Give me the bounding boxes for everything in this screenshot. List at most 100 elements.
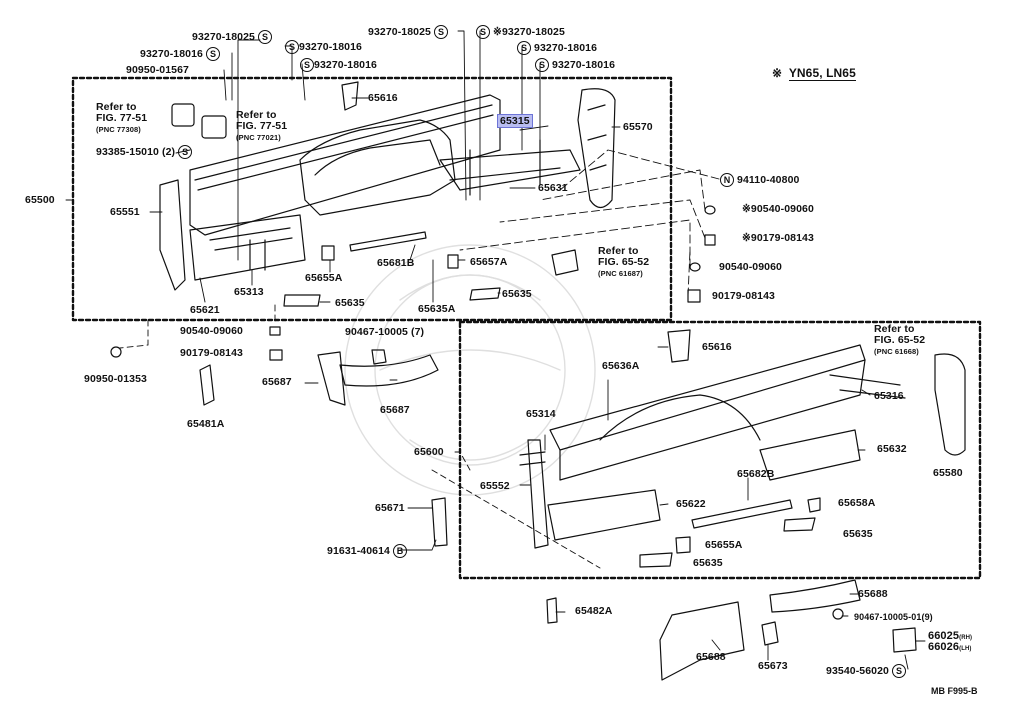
bracket-65616-b <box>667 329 691 363</box>
part-label-90950-01353[interactable]: 90950-01353 <box>84 373 147 385</box>
part-label-65622[interactable]: 65622 <box>676 498 706 510</box>
bracket-65658a <box>807 497 821 513</box>
screw-icon: S <box>178 145 193 159</box>
part-label-94110-40800[interactable]: N 94110-40800 <box>720 173 799 187</box>
screw-icon: S <box>258 30 273 44</box>
part-label-65600[interactable]: 65600 <box>414 446 444 458</box>
ref-pnc: (PNC 61668) <box>874 347 919 356</box>
part-label-66026[interactable]: 66026(LH) <box>928 641 972 653</box>
part-label-65635[interactable]: 65635 <box>693 557 723 569</box>
part-label-65655a[interactable]: 65655A <box>305 272 343 284</box>
part-label-65632[interactable]: 65632 <box>877 443 907 455</box>
reference-fig-65-52-b[interactable]: Refer to FIG. 65-52 (PNC 61668) <box>874 324 925 357</box>
part-label-90467-10005-01[interactable]: 90467-10005-01(9) <box>854 612 933 622</box>
legend: ※ YN65, LN65 <box>772 66 856 81</box>
part-label-65658a[interactable]: 65658A <box>838 497 876 509</box>
part-label-91631-40614[interactable]: 91631-40614 B <box>327 544 408 558</box>
reference-fig-77-51-a[interactable]: Refer to FIG. 77-51 (PNC 77308) <box>96 102 147 135</box>
part-label-65580[interactable]: 65580 <box>933 467 963 479</box>
part-label-93385-15010[interactable]: 93385-15010 (2) S <box>96 145 193 159</box>
part-label-90950-01567[interactable]: 90950-01567 <box>126 64 189 76</box>
part-label-93270-18016[interactable]: S 93270-18016 <box>517 41 597 55</box>
part-label-65315-highlighted[interactable]: 65315 <box>497 114 533 128</box>
part-label-90540-09060-star[interactable]: ※90540-09060 <box>742 203 814 215</box>
part-label-65570[interactable]: 65570 <box>623 121 653 133</box>
screw-icon: S <box>476 25 490 39</box>
screw-icon: S <box>300 58 314 72</box>
bracket-65657a <box>447 254 459 269</box>
part-label-65673[interactable]: 65673 <box>758 660 788 672</box>
plate-65635-a <box>283 294 321 307</box>
part-label-65655a[interactable]: 65655A <box>705 539 743 551</box>
ref-line1: Refer to <box>236 109 277 121</box>
front-panel-drawing <box>189 94 581 281</box>
part-label-65313[interactable]: 65313 <box>234 286 264 298</box>
part-label-65482a[interactable]: 65482A <box>575 605 613 617</box>
part-label-65621[interactable]: 65621 <box>190 304 220 316</box>
part-label-65688[interactable]: 65688 <box>858 588 888 600</box>
part-label-65616[interactable]: 65616 <box>368 92 398 104</box>
part-label-93270-18025-star[interactable]: S ※93270-18025 <box>476 25 565 39</box>
part-label-65551[interactable]: 65551 <box>110 206 140 218</box>
part-label-90540-09060[interactable]: 90540-09060 <box>719 261 782 273</box>
bracket-65671 <box>431 497 448 547</box>
part-label-65500[interactable]: 65500 <box>25 194 55 206</box>
part-label-65671[interactable]: 65671 <box>375 502 405 514</box>
ref-pnc: (PNC 77308) <box>96 125 141 134</box>
bracket-65655a-a <box>321 245 335 261</box>
part-label-90179-08143[interactable]: 90179-08143 <box>712 290 775 302</box>
screw-icon: S <box>434 25 449 39</box>
reference-fig-65-52-a[interactable]: Refer to FIG. 65-52 (PNC 61687) <box>598 246 649 279</box>
reference-fig-77-51-b[interactable]: Refer to FIG. 77-51 (PNC 77021) <box>236 110 287 143</box>
bolt-65482a <box>546 597 558 624</box>
part-label-90179-08143-star[interactable]: ※90179-08143 <box>742 232 814 244</box>
ref-line2: FIG. 65-52 <box>598 256 650 268</box>
plate-65635-b <box>469 287 501 301</box>
ref-line2: FIG. 77-51 <box>96 112 148 124</box>
part-label-90179-08143[interactable]: 90179-08143 <box>180 347 243 359</box>
lamp-box-b <box>201 115 227 139</box>
bolt-icon: B <box>393 544 408 558</box>
hinge-ref <box>551 249 579 276</box>
part-label-93270-18016[interactable]: S 93270-18016 <box>535 58 615 72</box>
part-label-65481a[interactable]: 65481A <box>187 418 225 430</box>
screw-icon: S <box>517 41 531 55</box>
part-label-65316[interactable]: 65316 <box>874 390 904 402</box>
part-label-65635[interactable]: 65635 <box>843 528 873 540</box>
part-label-65635[interactable]: 65635 <box>502 288 532 300</box>
part-label-65657a[interactable]: 65657A <box>470 256 508 268</box>
clip-90467 <box>832 608 844 620</box>
plate-65635-c <box>783 517 816 532</box>
part-label-90540-09060[interactable]: 90540-09060 <box>180 325 243 337</box>
bracket-65616-a <box>341 81 359 111</box>
part-label-65687[interactable]: 65687 <box>262 376 292 388</box>
part-label-93540-56020[interactable]: 93540-56020 S <box>826 664 907 678</box>
part-label-65635[interactable]: 65635 <box>335 297 365 309</box>
plate-65635-d <box>639 552 673 568</box>
part-label-93270-18016[interactable]: 93270-18016 S <box>140 47 221 61</box>
part-label-65635a[interactable]: 65635A <box>418 303 456 315</box>
part-label-65631[interactable]: 65631 <box>538 182 568 194</box>
part-label-65682b[interactable]: 65682B <box>737 468 775 480</box>
screw-icon: S <box>285 40 299 54</box>
part-label-65616[interactable]: 65616 <box>702 341 732 353</box>
trim-65681b <box>349 231 427 252</box>
ref-pnc: (PNC 77021) <box>236 133 281 142</box>
part-label-93270-18025[interactable]: 93270-18025 S <box>368 25 449 39</box>
part-label-65681b[interactable]: 65681B <box>377 257 415 269</box>
screw-icon: S <box>535 58 549 72</box>
watermark-seal <box>344 244 596 496</box>
mudguard-65688-a <box>659 601 745 681</box>
ref-line1: Refer to <box>96 101 137 113</box>
part-label-65687[interactable]: 65687 <box>380 404 410 416</box>
part-label-66025[interactable]: 66025(RH) <box>928 630 973 642</box>
part-label-65636a[interactable]: 65636A <box>602 360 640 372</box>
part-label-65552[interactable]: 65552 <box>480 480 510 492</box>
part-label-90467-10005[interactable]: 90467-10005 (7) <box>345 326 425 338</box>
part-label-65688[interactable]: 65688 <box>696 651 726 663</box>
part-label-65314[interactable]: 65314 <box>526 408 556 420</box>
part-label-93270-18025[interactable]: 93270-18025 S <box>192 30 273 44</box>
